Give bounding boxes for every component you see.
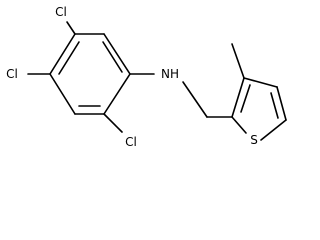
bond-to-cl-bottom (103, 113, 123, 133)
double-bond-c5-c6 (58, 41, 80, 75)
double-bond-c2-c3 (240, 84, 251, 113)
bond-c1-c2 (103, 33, 131, 75)
bond-to-cl-top (66, 21, 76, 35)
cl-label-left: Cl (6, 67, 18, 81)
benzene-ring (49, 33, 131, 115)
bond-c5-c6 (49, 33, 76, 75)
thiophene-ring (231, 77, 287, 141)
bond-c4-c3 (243, 77, 278, 88)
sulfur-label: S (250, 133, 258, 147)
cl-label-bottom: Cl (125, 135, 137, 149)
bond-c2-c3 (103, 73, 131, 115)
cl-label-top: Cl (55, 5, 67, 19)
double-bond-c1-c2 (102, 41, 123, 73)
bond-c4-c5 (49, 73, 76, 115)
double-bond-c4-c5 (270, 92, 279, 119)
molecule-structure: Cl Cl Cl NH S (6, 5, 287, 149)
bond-c3-c2 (231, 77, 245, 118)
bond-nh-to-ch2 (182, 81, 208, 118)
nh-label: NH (161, 67, 179, 81)
bond-c5-c4 (276, 86, 287, 121)
bond-c2-s (231, 116, 247, 134)
bond-methyl (231, 43, 245, 79)
bond-s-c5 (260, 119, 287, 141)
